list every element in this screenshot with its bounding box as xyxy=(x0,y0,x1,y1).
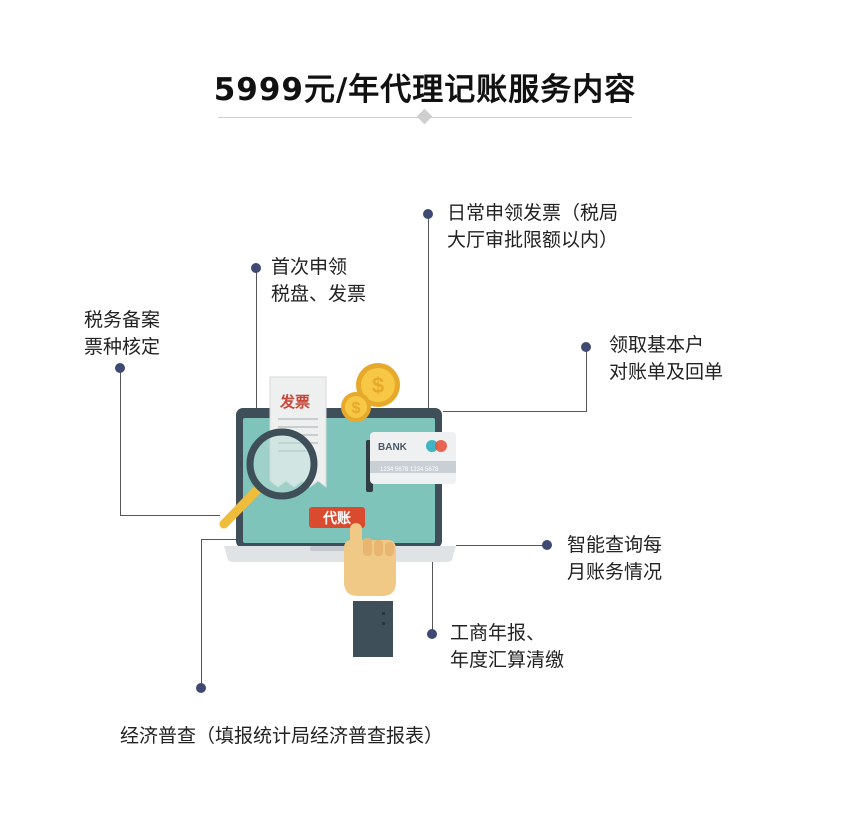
label-tax-filing-line2: 票种核定 xyxy=(84,336,161,358)
page-title: 5999元/年代理记账服务内容 xyxy=(213,72,637,108)
connector-tax-filing-h xyxy=(120,515,220,516)
bookkeeping-button-label: 代账 xyxy=(322,510,351,527)
label-daily-invoice: 日常申领发票（税局 大厅审批限额以内） xyxy=(447,200,618,254)
label-annual-report-line1: 工商年报、 xyxy=(450,622,546,644)
bullet-bank-account xyxy=(581,342,591,352)
label-tax-filing-line1: 税务备案 xyxy=(84,309,161,331)
bank-card-icon: BANK 1234 5678 1234 5678 xyxy=(370,432,456,484)
connector-tax-filing-v xyxy=(120,370,121,516)
coin-icon-small: $ xyxy=(341,392,371,422)
bank-card-number: 1234 5678 1234 5678 xyxy=(380,467,439,473)
label-census: 经济普查（填报统计局经济普查报表） xyxy=(120,723,443,750)
label-annual-report: 工商年报、 年度汇算清缴 xyxy=(450,620,564,674)
bullet-tax-filing xyxy=(115,363,125,373)
connector-bank-v xyxy=(586,348,587,412)
bullet-first-apply xyxy=(251,263,261,273)
label-tax-filing: 税务备案 票种核定 xyxy=(84,307,160,361)
connector-annual xyxy=(432,562,433,634)
label-census-line1: 经济普查（填报统计局经济普查报表） xyxy=(120,725,444,747)
label-bank-account: 领取基本户 对账单及回单 xyxy=(609,332,723,386)
label-bank-account-line1: 领取基本户 xyxy=(609,334,705,356)
connector-census-v xyxy=(201,539,202,687)
bullet-census xyxy=(196,683,206,693)
label-daily-invoice-line2: 大厅审批限额以内） xyxy=(447,229,619,251)
label-monthly-report-line2: 月账务情况 xyxy=(567,561,663,583)
label-annual-report-line2: 年度汇算清缴 xyxy=(450,649,565,671)
laptop-base xyxy=(224,546,456,562)
svg-text:$: $ xyxy=(372,373,384,398)
bookkeeping-button: 代账 xyxy=(309,507,365,528)
bullet-monthly-report xyxy=(542,540,552,550)
label-first-apply: 首次申领 税盘、发票 xyxy=(271,254,366,308)
label-monthly-report-line1: 智能查询每 xyxy=(567,534,663,556)
connector-bank-h xyxy=(443,411,587,412)
connector-daily-invoice xyxy=(428,218,429,408)
label-first-apply-line2: 税盘、发票 xyxy=(271,283,367,305)
label-daily-invoice-line1: 日常申领发票（税局 xyxy=(447,202,619,224)
svg-text:$: $ xyxy=(352,400,361,417)
label-bank-account-line2: 对账单及回单 xyxy=(609,361,724,383)
pointing-hand-icon xyxy=(344,523,396,657)
connector-census-h xyxy=(201,539,237,540)
connector-monthly xyxy=(456,545,544,546)
invoice-label: 发票 xyxy=(279,393,310,411)
connector-first-apply xyxy=(256,270,257,410)
magnifier-icon xyxy=(219,428,318,529)
label-first-apply-line1: 首次申领 xyxy=(271,256,348,278)
coin-icon-large: $ xyxy=(356,363,400,407)
bullet-annual-report xyxy=(427,629,437,639)
bullet-daily-invoice xyxy=(423,209,433,219)
bank-card-label: BANK xyxy=(378,442,408,453)
label-monthly-report: 智能查询每 月账务情况 xyxy=(567,532,662,586)
